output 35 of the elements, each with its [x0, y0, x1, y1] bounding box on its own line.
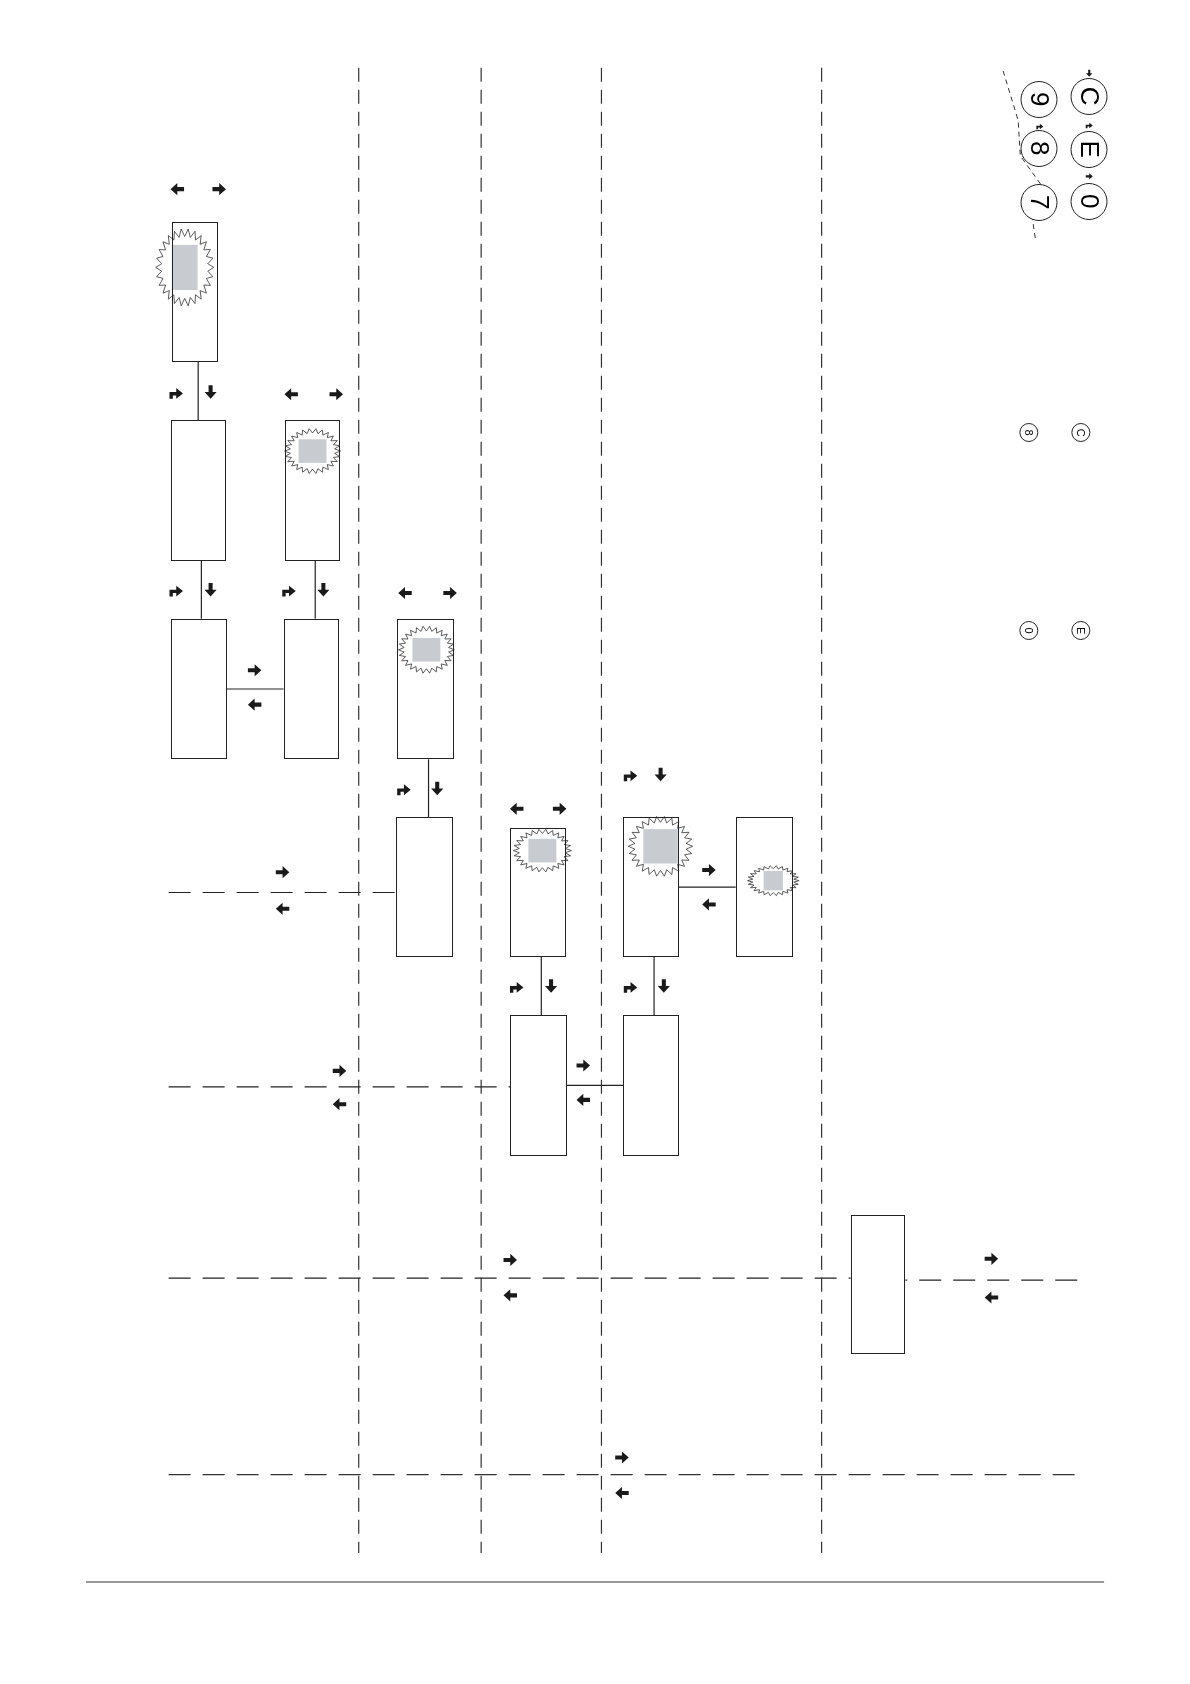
screen-box: [850, 1214, 906, 1355]
keypad-key: 8: [1019, 423, 1039, 443]
screen-box: [171, 222, 218, 362]
screen-box: [622, 1014, 679, 1156]
screen-box: [510, 828, 566, 957]
connector-line: [168, 1086, 511, 1088]
screen-box: [510, 1014, 568, 1156]
connector-line: [678, 886, 737, 888]
connector-line: [427, 758, 430, 818]
keypad-key: 0: [1019, 620, 1039, 641]
screen-box: [170, 419, 226, 561]
keypad-key: 7: [1021, 183, 1058, 221]
connector-line: [168, 891, 397, 894]
screen-box: [284, 419, 341, 561]
keypad-key: 9: [1021, 80, 1058, 118]
keypad-key: E: [1070, 620, 1091, 641]
connector-line: [540, 956, 542, 1016]
screen-box: [735, 817, 793, 957]
keypad-key: 0: [1070, 182, 1108, 220]
screen-box: [170, 618, 227, 760]
screen-box: [396, 817, 454, 957]
connector-line: [314, 560, 316, 620]
screen-box: [397, 618, 455, 760]
connector-line: [200, 560, 202, 620]
keypad-key: E: [1070, 131, 1108, 168]
keypad-key: C: [1070, 78, 1108, 115]
screen-box: [283, 618, 340, 760]
connector-line: [904, 1279, 1078, 1281]
connector-line: [566, 1084, 624, 1086]
connector-line: [168, 1277, 852, 1279]
connector-line: [226, 688, 285, 690]
keypad-key: 8: [1021, 129, 1058, 167]
keypad-key: C: [1070, 423, 1091, 443]
connector-line: [653, 956, 655, 1016]
screen-box: [622, 817, 679, 957]
